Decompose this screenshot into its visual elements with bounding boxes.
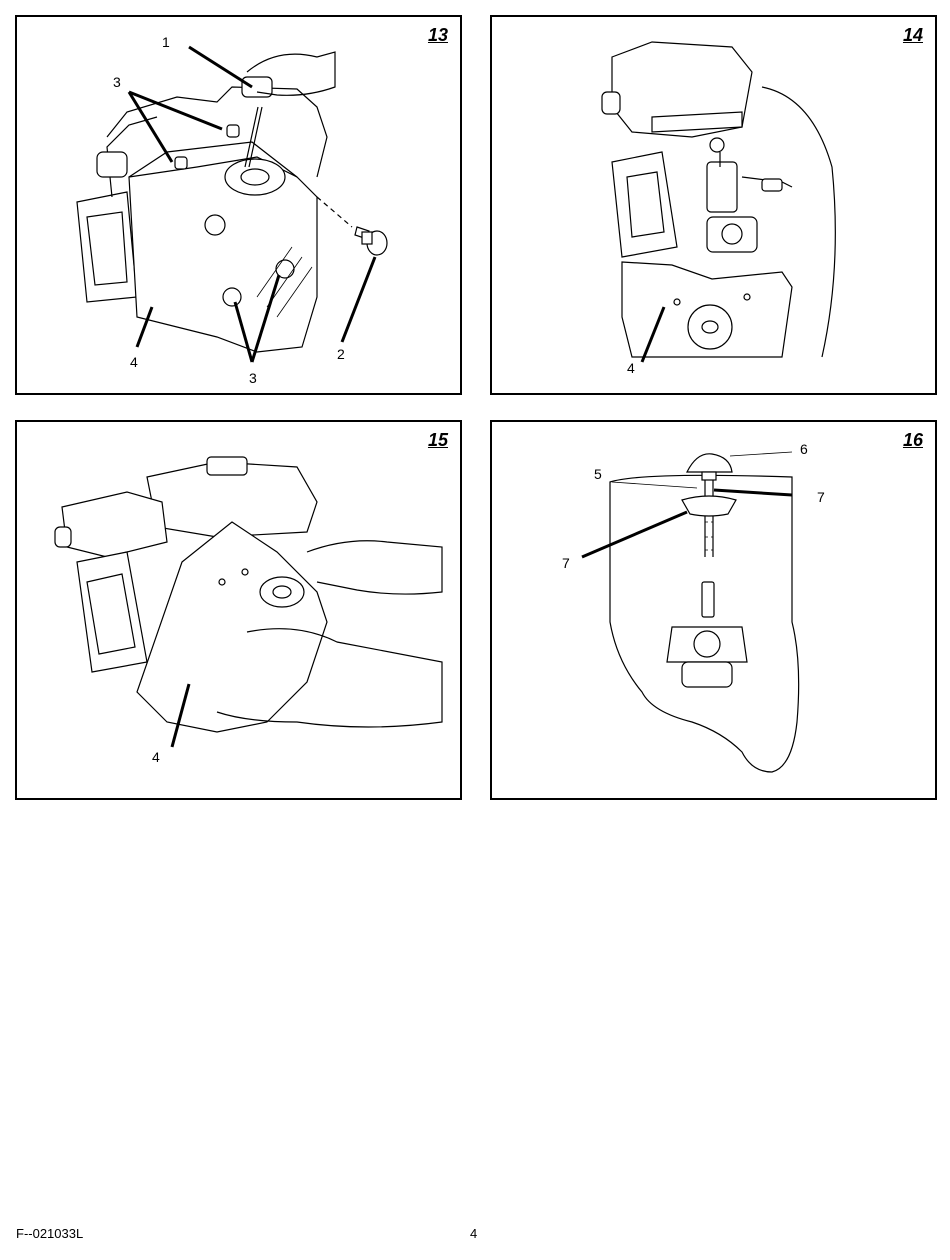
engine-illustration [55, 457, 442, 732]
callout-6: 6 [800, 441, 808, 457]
figure-14-illustration: 4 [492, 17, 935, 393]
callout-4: 4 [627, 360, 635, 376]
callout-4: 4 [130, 354, 138, 370]
figure-14-panel: 14 4 [490, 15, 937, 395]
callout-7: 7 [817, 489, 825, 505]
figure-13-panel: 13 [15, 15, 462, 395]
engine-illustration [77, 52, 387, 352]
tank-cutaway-illustration [610, 454, 799, 772]
callout-5: 5 [594, 466, 602, 482]
callout-4: 4 [152, 749, 160, 765]
page-number: 4 [470, 1226, 477, 1241]
document-code: F--021033L [16, 1226, 83, 1241]
callout-7: 7 [562, 555, 570, 571]
callout-1: 1 [162, 34, 170, 50]
figure-15-panel: 15 4 [15, 420, 462, 800]
callout-2: 2 [337, 346, 345, 362]
figure-15-illustration: 4 [17, 422, 460, 798]
callout-3: 3 [249, 370, 257, 386]
callout-3: 3 [113, 74, 121, 90]
engine-illustration [602, 42, 835, 357]
figure-13-illustration: 1 2 3 3 4 [17, 17, 460, 393]
figure-16-panel: 16 5 6 7 7 [490, 420, 937, 800]
figure-16-illustration: 5 6 7 7 [492, 422, 935, 798]
